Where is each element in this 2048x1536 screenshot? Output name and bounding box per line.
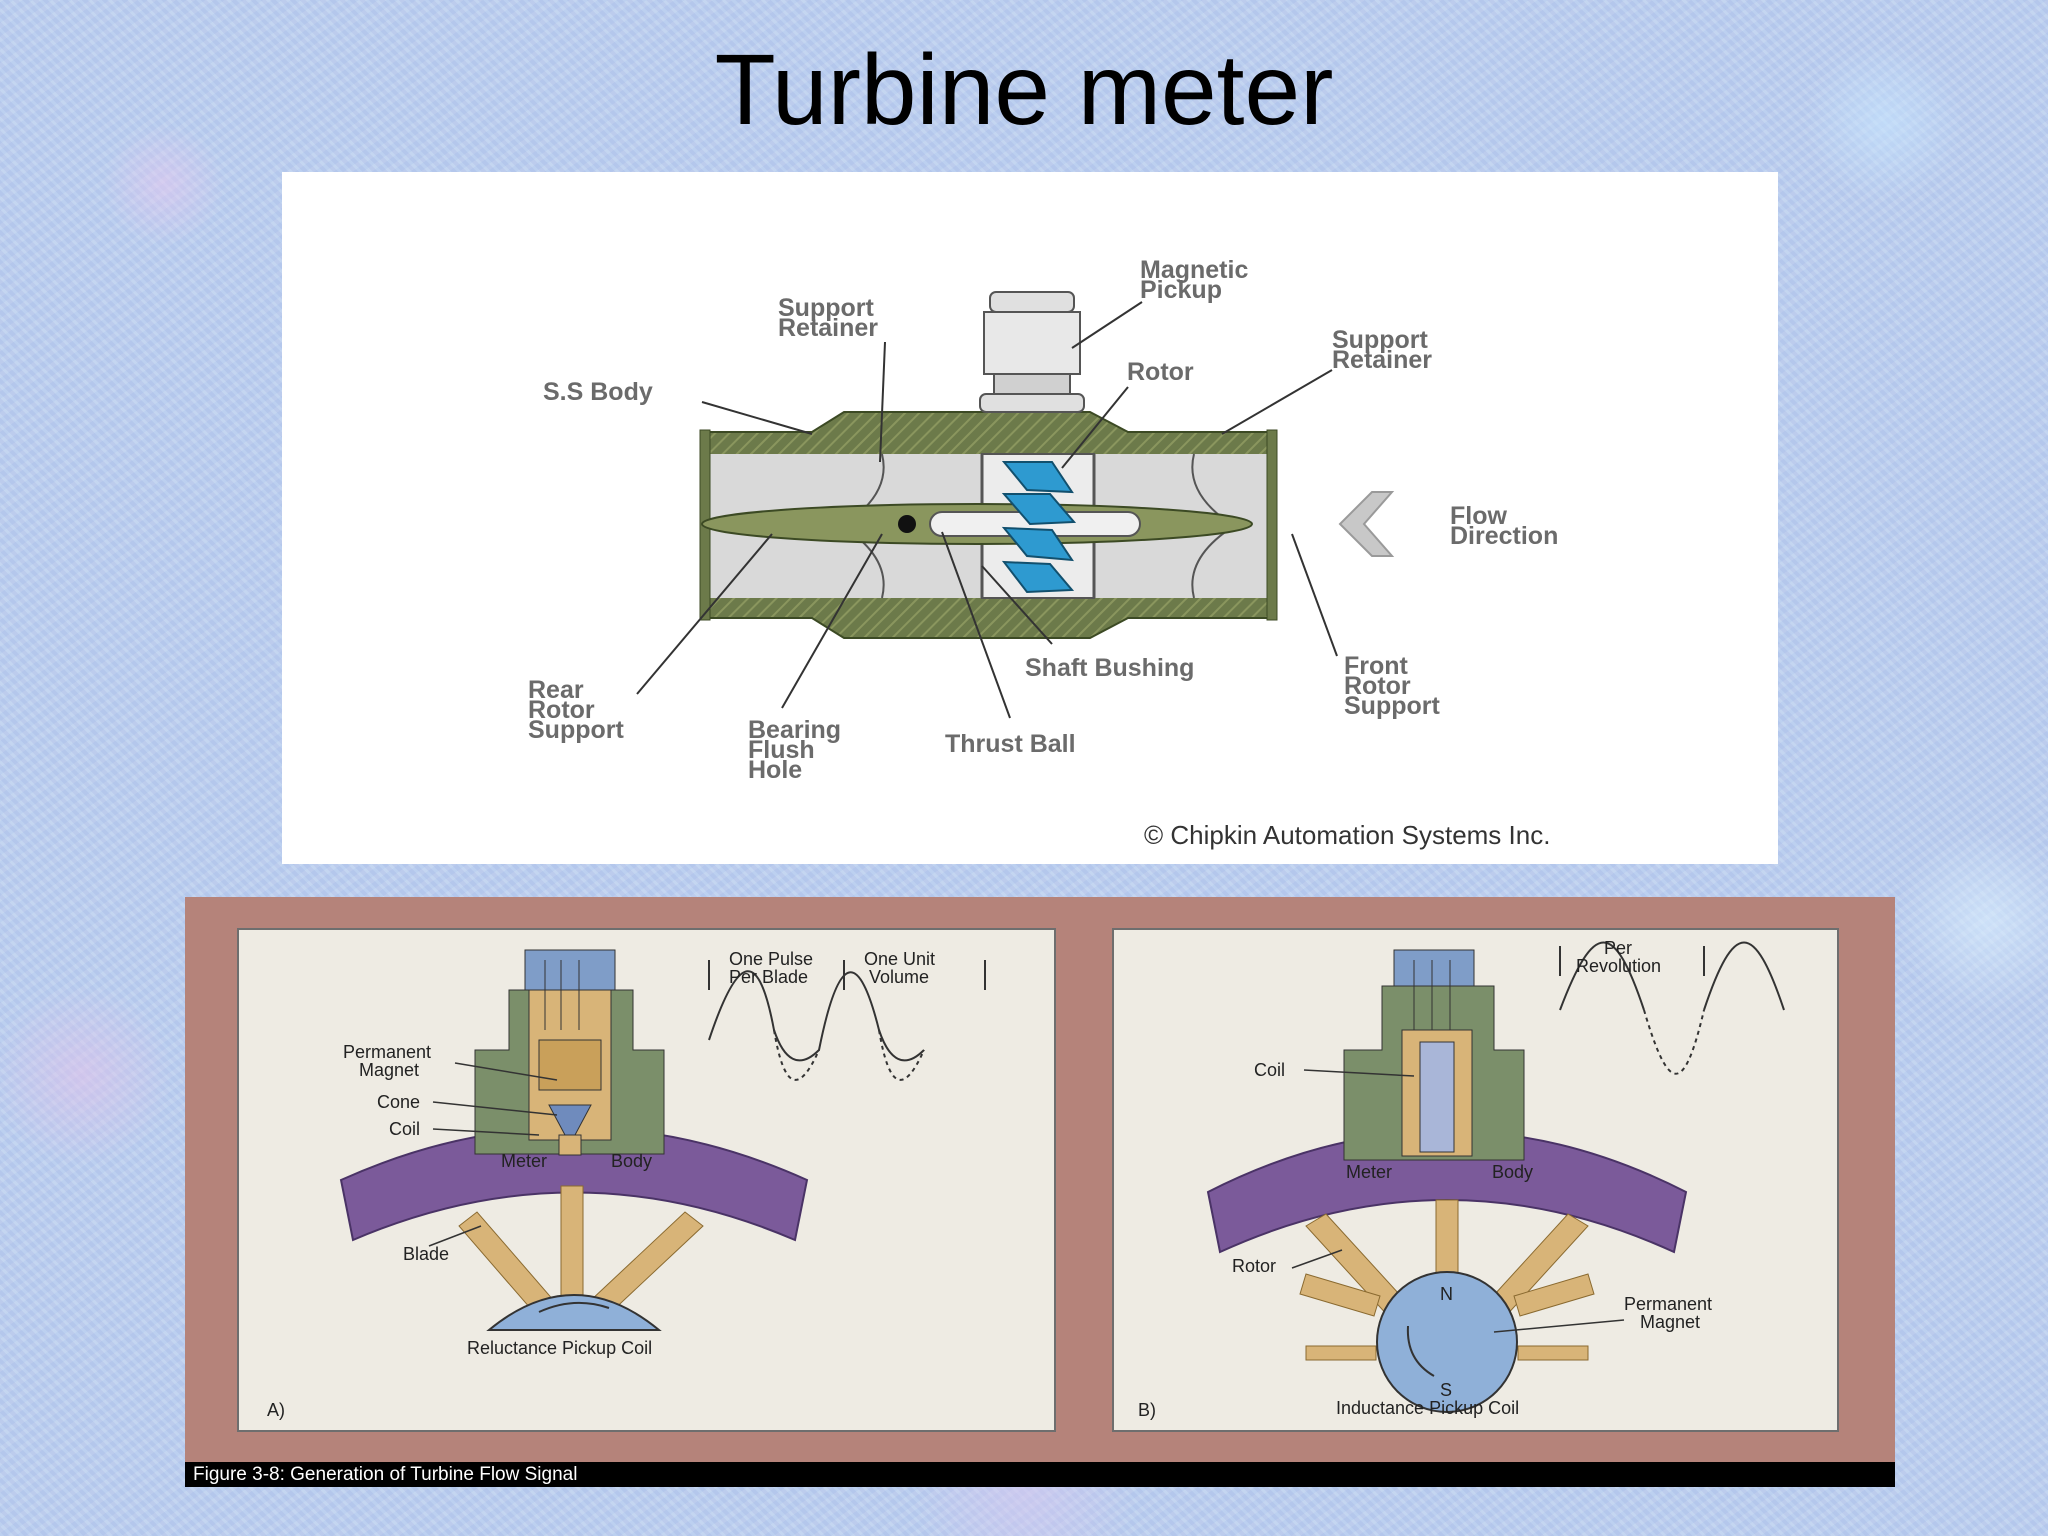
label-meter-a: Meter — [501, 1151, 547, 1171]
label-reluctance-pickup-coil: Reluctance Pickup Coil — [467, 1338, 652, 1358]
label-ss-body: S.S Body — [543, 378, 653, 406]
label-meter-b: Meter — [1346, 1162, 1392, 1182]
turbine-blades-b — [1299, 1199, 1595, 1361]
copyright-notice: © Chipkin Automation Systems Inc. — [1144, 820, 1550, 850]
rotor-hub-a — [486, 1294, 662, 1331]
label-coil-b: Coil — [1254, 1060, 1285, 1080]
label-blade: Blade — [403, 1244, 449, 1264]
leader-lines — [636, 301, 1338, 719]
leader-lines-b — [1291, 1069, 1625, 1333]
label-coil-a: Coil — [389, 1119, 420, 1139]
leader-lines-a — [428, 1062, 558, 1247]
rotation-arrow-a — [538, 1301, 610, 1313]
inductance-pickup-housing — [1343, 949, 1525, 1161]
rotor-support-shaft — [701, 503, 1253, 545]
turbine-blades-a — [458, 1185, 704, 1317]
label-body-a: Body — [611, 1151, 652, 1171]
figure-caption: Figure 3-8: Generation of Turbine Flow S… — [185, 1462, 1895, 1487]
reluctance-pickup-housing — [474, 949, 665, 1156]
flow-direction-arrow — [1338, 491, 1395, 557]
label-thrust-ball: Thrust Ball — [945, 730, 1076, 758]
rotor-blades — [1001, 461, 1077, 594]
rotation-arrow-b — [1406, 1325, 1435, 1377]
label-rotor: Rotor — [1127, 358, 1194, 386]
panel-letter-b: B) — [1138, 1400, 1156, 1420]
label-south-pole: S — [1440, 1380, 1452, 1400]
label-north-pole: N — [1440, 1284, 1453, 1304]
label-rotor-b: Rotor — [1232, 1256, 1276, 1276]
signal-waveform-b — [1559, 941, 1785, 1011]
slide-title: Turbine meter — [714, 34, 1334, 146]
magnetized-rotor-hub — [1376, 1271, 1518, 1413]
label-shaft-bushing: Shaft Bushing — [1025, 654, 1194, 682]
label-body-b: Body — [1492, 1162, 1533, 1182]
label-cone: Cone — [377, 1092, 420, 1112]
panel-letter-a: A) — [267, 1400, 285, 1420]
magnetic-pickup — [979, 291, 1085, 413]
label-inductance-pickup-coil: Inductance Pickup Coil — [1336, 1398, 1519, 1418]
